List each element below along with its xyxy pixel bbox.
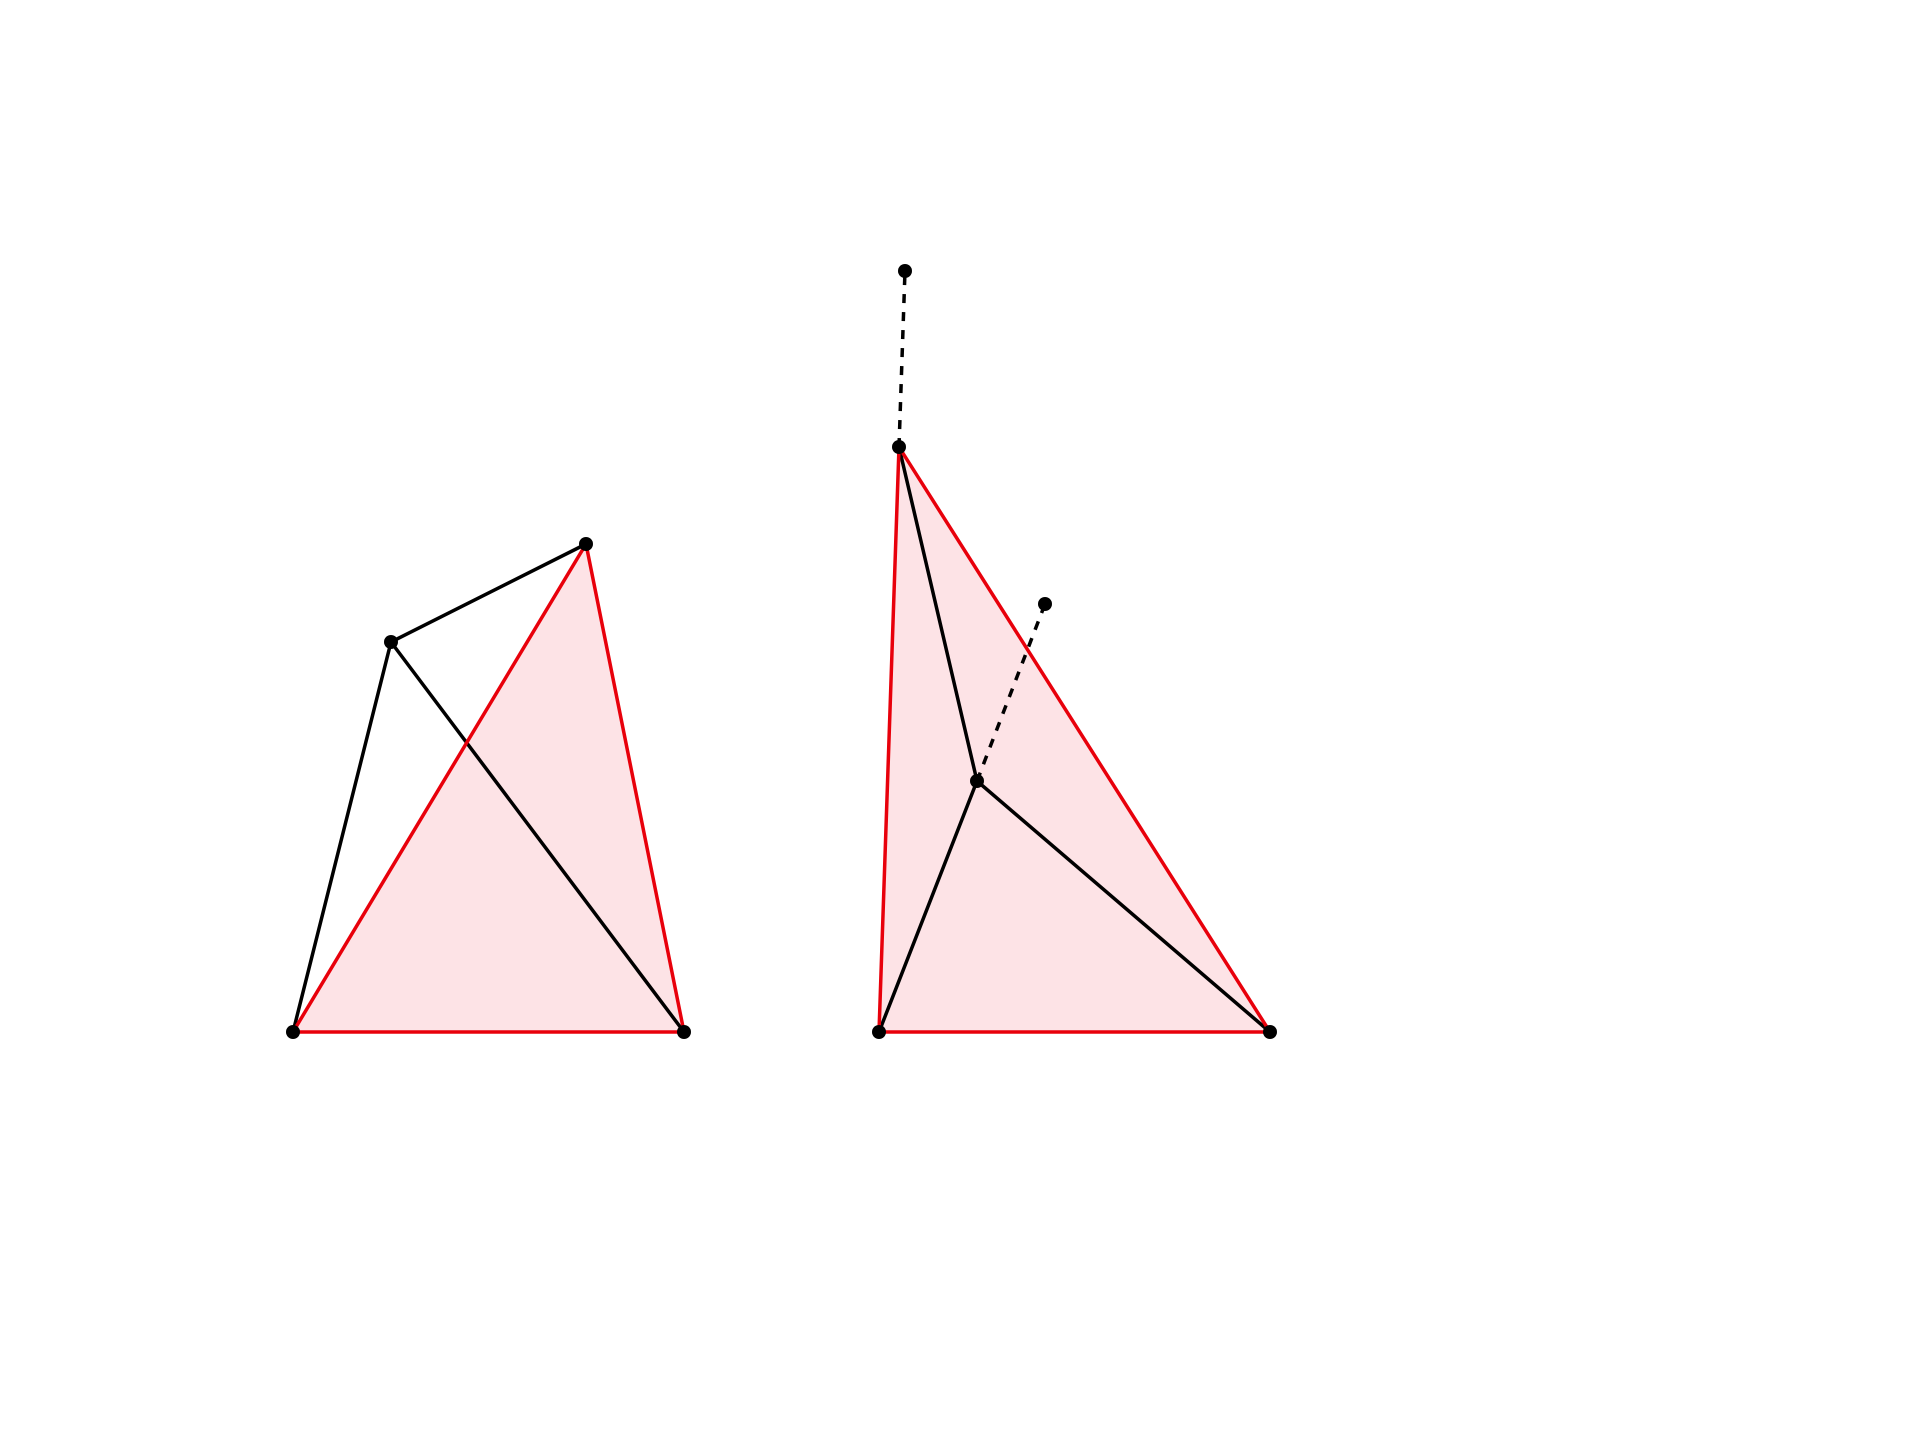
right-vertex-top-exterior: [898, 264, 912, 278]
right-vertex-bottom-right: [1263, 1025, 1277, 1039]
left-vertex-top: [579, 537, 593, 551]
right-triangle-edge-left: [877, 445, 901, 1034]
left-diagonal-upper-left-to-bottom-right: [389, 640, 686, 1034]
right-edge-interior-to-bottom-right: [975, 779, 1272, 1034]
right-shaded-triangle: [879, 447, 1270, 1032]
left-triangle-edge-right: [584, 542, 686, 1034]
left-shaded-triangle: [293, 544, 684, 1032]
right-vertex-apex: [892, 440, 906, 454]
left-figure: [286, 537, 691, 1039]
left-vertex-bottom-left: [286, 1025, 300, 1039]
right-vertex-exterior-right: [1038, 597, 1052, 611]
left-vertex-upper-left: [384, 635, 398, 649]
right-vertex-interior: [970, 774, 984, 788]
right-dashed-segment-interior: [975, 603, 1047, 782]
left-triangle-edge-left: [291, 542, 588, 1034]
right-edge-apex-to-interior: [897, 445, 979, 783]
right-dashed-segment-top: [897, 270, 907, 448]
left-vertex-bottom-right: [677, 1025, 691, 1039]
right-vertex-bottom-left: [872, 1025, 886, 1039]
right-edge-bottom-left-to-interior: [877, 779, 979, 1034]
left-edge-bottom-left-to-upper-left: [291, 640, 393, 1034]
left-edge-upper-left-to-top: [389, 542, 588, 644]
right-triangle-edge-right: [897, 445, 1272, 1034]
right-figure: [872, 264, 1277, 1039]
